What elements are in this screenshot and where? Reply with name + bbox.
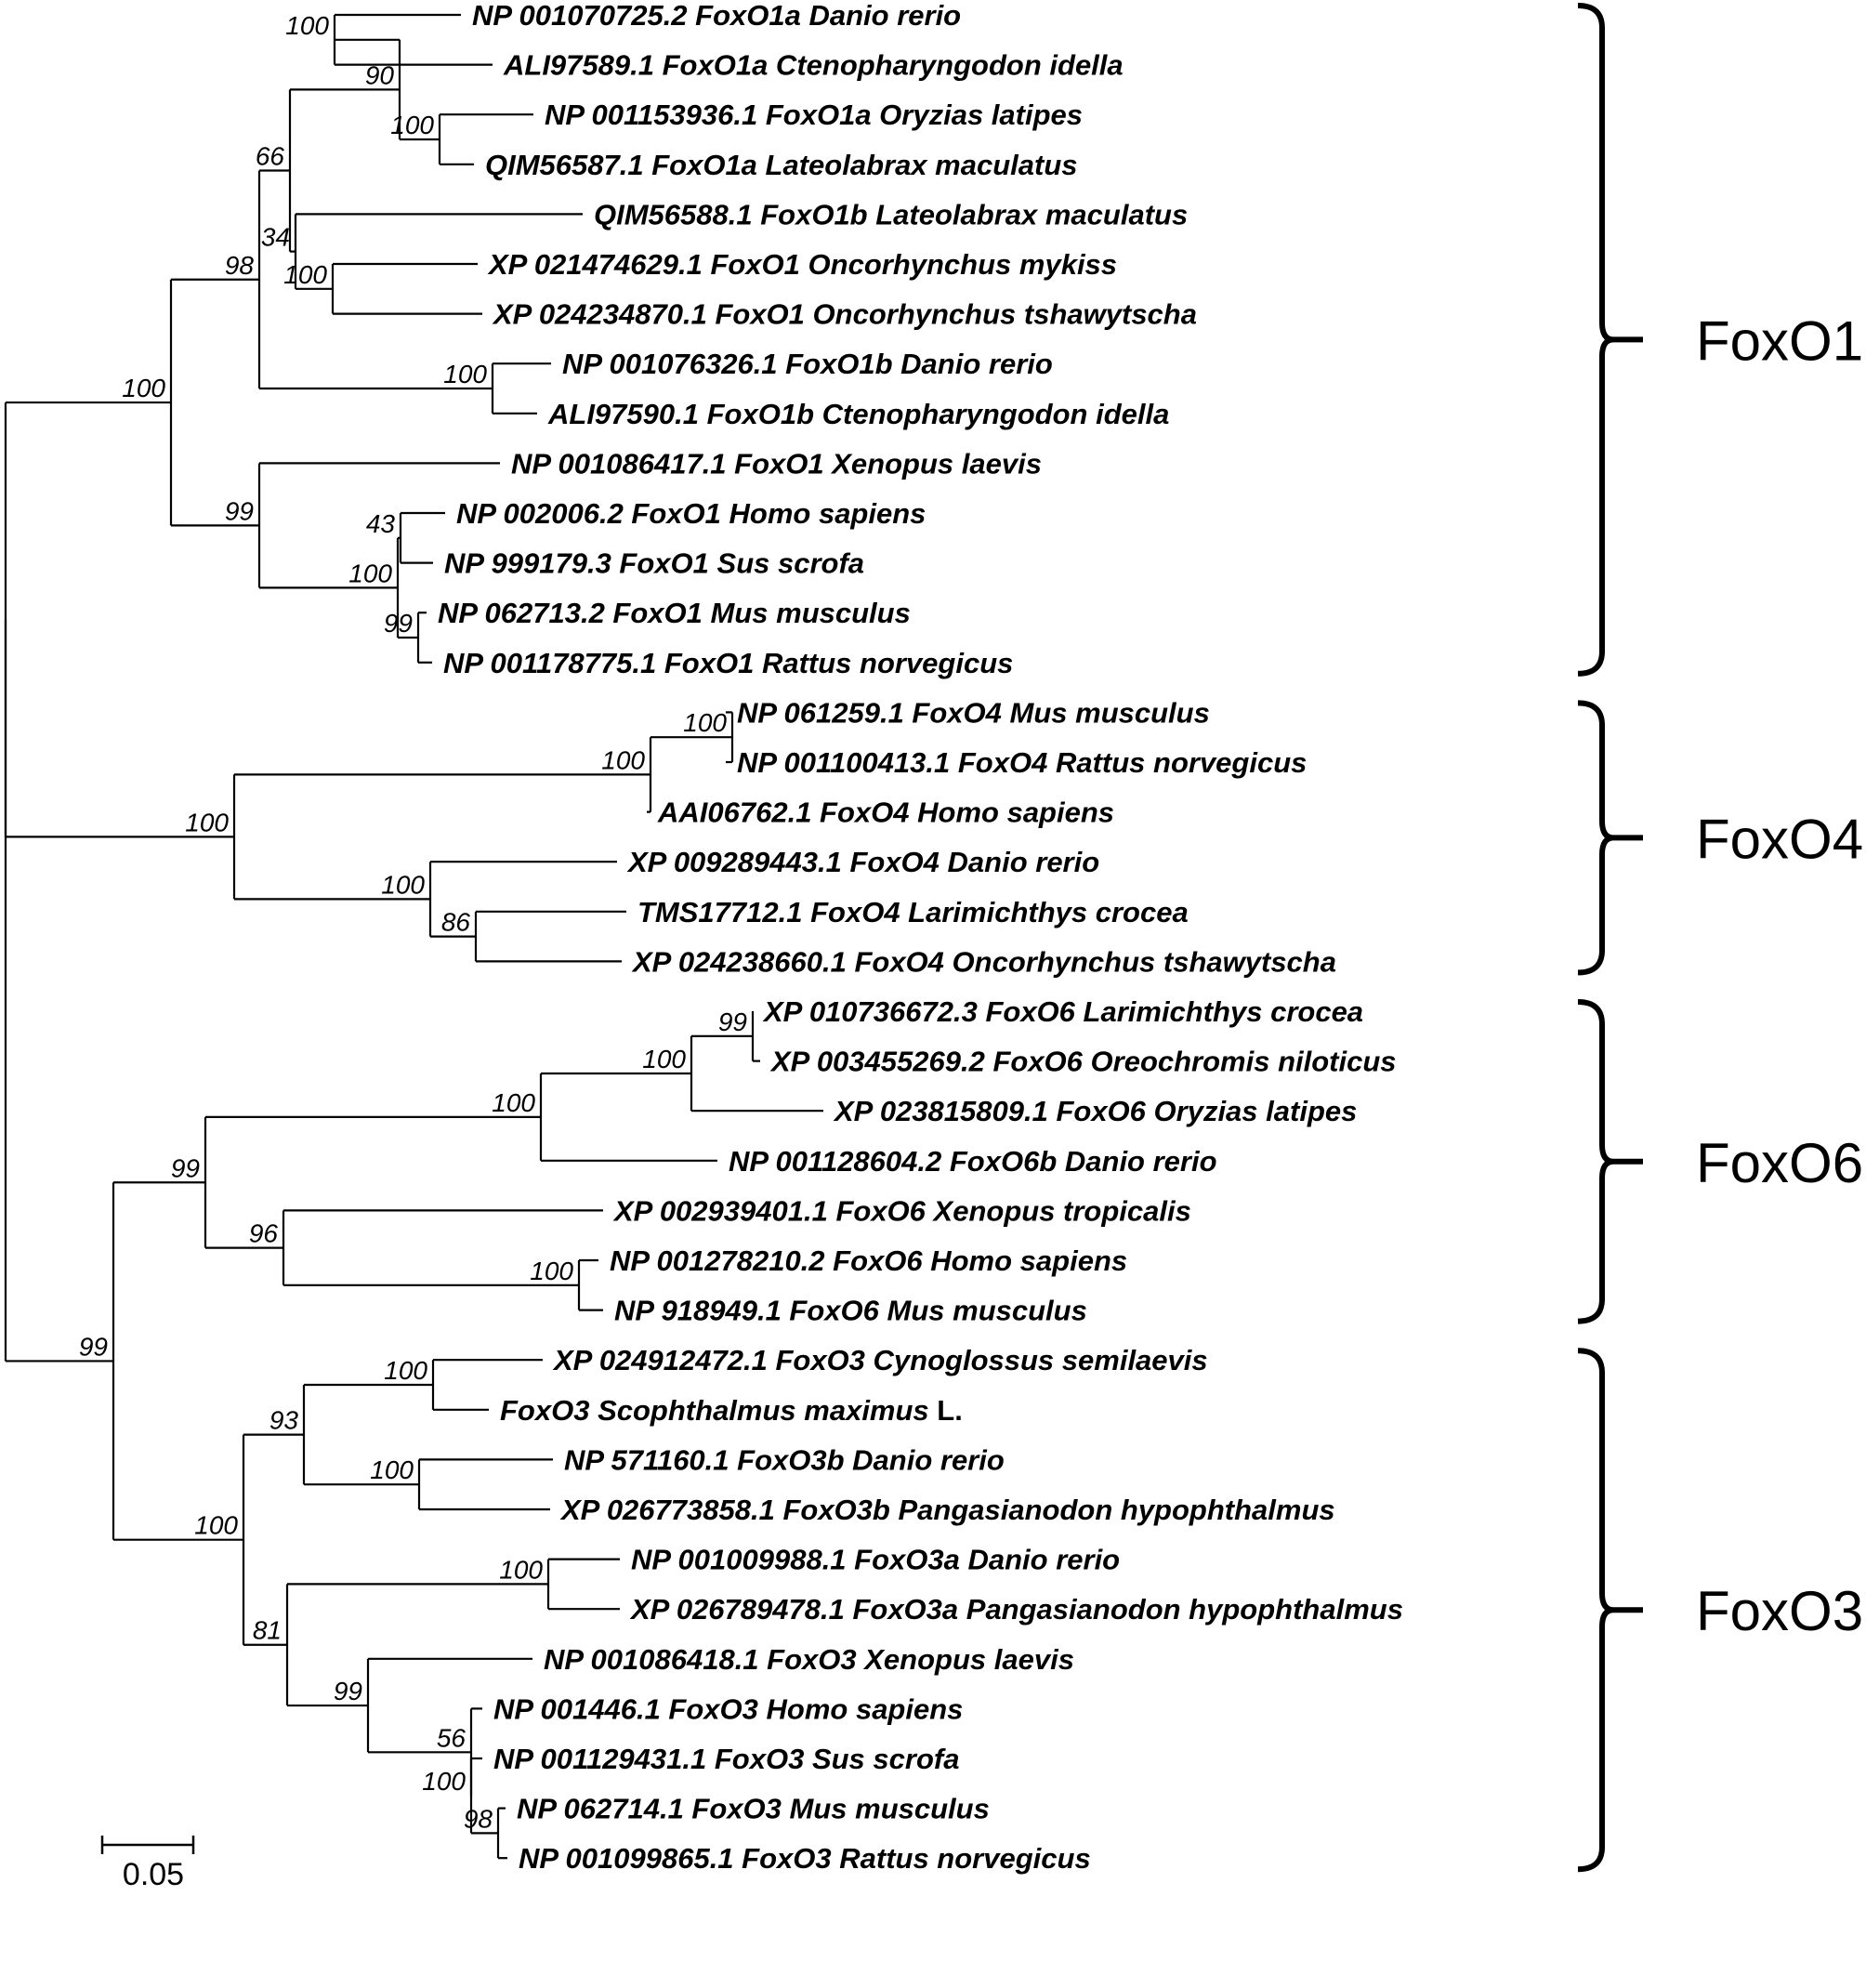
leaf-label: NP 062714.1 FoxO3 Mus musculus bbox=[517, 1793, 990, 1825]
bootstrap-value: 86 bbox=[441, 908, 471, 937]
leaf-label: NP 001100413.1 FoxO4 Rattus norvegicus bbox=[737, 746, 1307, 779]
leaf-label-authority: L. bbox=[929, 1394, 963, 1427]
bootstrap-value: 81 bbox=[253, 1616, 282, 1645]
leaf-label: NP 001086418.1 FoxO3 Xenopus laevis bbox=[544, 1643, 1074, 1676]
clade-bracket bbox=[1577, 3, 1643, 677]
leaf-label-highlighted: FoxO3 Scophthalmus maximus L. bbox=[500, 1394, 963, 1427]
bootstrap-value: 100 bbox=[185, 808, 229, 836]
bootstrap-value: 56 bbox=[437, 1723, 466, 1752]
bootstrap-value: 66 bbox=[256, 142, 285, 171]
bootstrap-value: 34 bbox=[261, 223, 290, 252]
leaf-label: QIM56588.1 FoxO1b Lateolabrax maculatus bbox=[594, 198, 1188, 230]
bootstrap-value: 100 bbox=[194, 1511, 238, 1540]
clade-label: FoxO4 bbox=[1696, 808, 1863, 870]
bootstrap-value: 100 bbox=[443, 360, 487, 388]
leaf-label: XP 024238660.1 FoxO4 Oncorhynchus tshawy… bbox=[631, 945, 1336, 978]
bootstrap-value: 99 bbox=[225, 496, 254, 525]
bootstrap-value: 100 bbox=[683, 708, 727, 737]
leaf-label: NP 001076326.1 FoxO1b Danio rerio bbox=[562, 348, 1053, 380]
leaf-label: AAI06762.1 FoxO4 Homo sapiens bbox=[657, 797, 1114, 829]
leaf-label: NP 001153936.1 FoxO1a Oryzias latipes bbox=[545, 99, 1083, 131]
clade-bracket bbox=[1577, 700, 1643, 976]
leaf-label: NP 001178775.1 FoxO1 Rattus norvegicus bbox=[443, 647, 1013, 679]
leaf-label: XP 002939401.1 FoxO6 Xenopus tropicalis bbox=[612, 1194, 1191, 1227]
leaf-label: NP 001129431.1 FoxO3 Sus scrofa bbox=[493, 1743, 959, 1775]
bootstrap-value: 100 bbox=[390, 111, 434, 139]
bootstrap-value: 99 bbox=[334, 1677, 362, 1705]
bootstrap-value: 99 bbox=[171, 1153, 200, 1182]
clade-bracket bbox=[1577, 1348, 1643, 1873]
bootstrap-values: 100 100 100 100 90 34 66 98 99 43 100 99 100 100 100 86… bbox=[79, 11, 747, 1834]
bootstrap-value: 100 bbox=[381, 870, 425, 899]
leaf-label: NP 571160.1 FoxO3b Danio rerio bbox=[564, 1443, 1005, 1476]
bootstrap-value: 100 bbox=[384, 1356, 427, 1385]
bootstrap-value: 98 bbox=[225, 251, 255, 280]
leaf-label: NP 062713.2 FoxO1 Mus musculus bbox=[438, 597, 911, 629]
bootstrap-value: 100 bbox=[122, 374, 165, 402]
bootstrap-value: 96 bbox=[249, 1219, 279, 1248]
leaf-label: NP 001009988.1 FoxO3a Danio rerio bbox=[631, 1544, 1120, 1576]
bootstrap-value: 100 bbox=[530, 1257, 573, 1285]
leaf-label: XP 010736672.3 FoxO6 Larimichthys crocea bbox=[762, 995, 1363, 1028]
scale-bar: 0.05 bbox=[100, 1836, 195, 1892]
bootstrap-value: 93 bbox=[269, 1406, 299, 1435]
tree-branches bbox=[4, 13, 823, 1860]
bootstrap-value: 99 bbox=[79, 1332, 108, 1361]
leaf-label: XP 026789478.1 FoxO3a Pangasianodon hypo… bbox=[629, 1593, 1403, 1626]
clade-bracket bbox=[1577, 999, 1643, 1324]
clade-label: FoxO6 bbox=[1696, 1132, 1863, 1194]
leaf-label: NP 001128604.2 FoxO6b Danio rerio bbox=[729, 1145, 1217, 1178]
bootstrap-value: 100 bbox=[642, 1045, 686, 1073]
bootstrap-value: 100 bbox=[348, 559, 392, 587]
leaf-label: NP 001086417.1 FoxO1 Xenopus laevis bbox=[511, 447, 1042, 480]
leaf-label: NP 002006.2 FoxO1 Homo sapiens bbox=[456, 497, 926, 530]
bootstrap-value: 99 bbox=[384, 609, 413, 638]
leaf-label: QIM56587.1 FoxO1a Lateolabrax maculatus bbox=[485, 149, 1078, 181]
leaf-label: XP 003455269.2 FoxO6 Oreochromis nilotic… bbox=[769, 1046, 1397, 1078]
bootstrap-value: 100 bbox=[422, 1767, 466, 1796]
leaf-label: XP 021474629.1 FoxO1 Oncorhynchus mykiss bbox=[487, 248, 1117, 281]
leaf-label: ALI97589.1 FoxO1a Ctenopharyngodon idell… bbox=[503, 49, 1124, 82]
leaf-label: NP 001099865.1 FoxO3 Rattus norvegicus bbox=[519, 1842, 1091, 1875]
leaf-label: ALI97590.1 FoxO1b Ctenopharyngodon idell… bbox=[547, 398, 1169, 430]
bootstrap-value: 99 bbox=[718, 1007, 747, 1036]
leaf-label: TMS17712.1 FoxO4 Larimichthys crocea bbox=[637, 896, 1189, 928]
bootstrap-value: 100 bbox=[370, 1455, 414, 1484]
leaf-label: NP 918949.1 FoxO6 Mus musculus bbox=[614, 1295, 1087, 1327]
leaf-label: XP 024234870.1 FoxO1 Oncorhynchus tshawy… bbox=[492, 298, 1197, 331]
bootstrap-value: 90 bbox=[365, 60, 395, 89]
leaf-label: NP 001278210.2 FoxO6 Homo sapiens bbox=[610, 1244, 1127, 1277]
leaf-label: XP 026773858.1 FoxO3b Pangasianodon hypo… bbox=[559, 1494, 1335, 1526]
scale-bar-label: 0.05 bbox=[123, 1857, 184, 1892]
bootstrap-value: 100 bbox=[283, 260, 327, 289]
leaf-label: NP 001070725.2 FoxO1a Danio rerio bbox=[472, 0, 961, 32]
leaf-labels: NP 001070725.2 FoxO1a Danio rerioALI9758… bbox=[438, 0, 1403, 1875]
bootstrap-value: 100 bbox=[601, 745, 645, 774]
bootstrap-value: 100 bbox=[499, 1555, 543, 1584]
bootstrap-value: 100 bbox=[492, 1088, 535, 1117]
clade-label: FoxO3 bbox=[1696, 1580, 1863, 1642]
leaf-label: NP 061259.1 FoxO4 Mus musculus bbox=[737, 696, 1210, 729]
bootstrap-value: 100 bbox=[285, 11, 329, 40]
leaf-label: NP 999179.3 FoxO1 Sus scrofa bbox=[444, 547, 864, 580]
bootstrap-value: 43 bbox=[366, 509, 396, 538]
bootstrap-value: 98 bbox=[464, 1804, 493, 1833]
leaf-label: XP 023815809.1 FoxO6 Oryzias latipes bbox=[833, 1095, 1357, 1127]
leaf-label: NP 001446.1 FoxO3 Homo sapiens bbox=[493, 1692, 963, 1725]
leaf-label: XP 009289443.1 FoxO4 Danio rerio bbox=[626, 846, 1099, 878]
clade-label: FoxO1 bbox=[1696, 309, 1863, 372]
leaf-label: XP 024912472.1 FoxO3 Cynoglossus semilae… bbox=[552, 1344, 1208, 1376]
